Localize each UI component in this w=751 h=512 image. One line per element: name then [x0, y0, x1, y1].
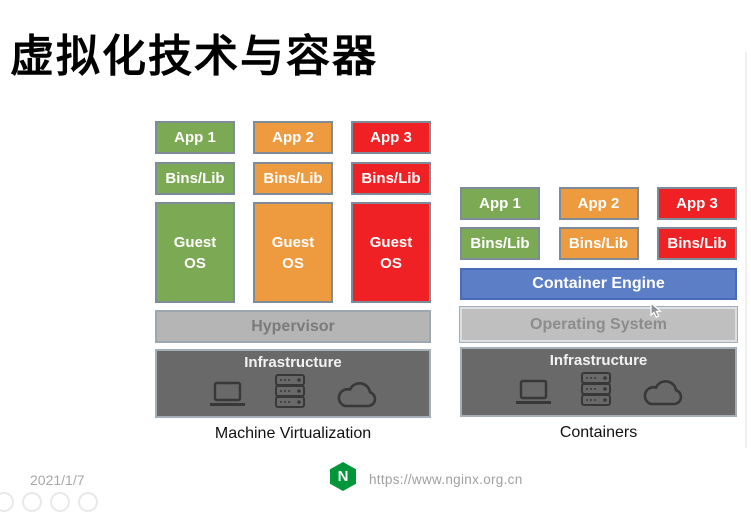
containers-stack: App 1 App 2 App 3 Bins/Lib Bins/Lib Bins…: [459, 187, 738, 442]
bins-lib-block: Bins/Lib: [253, 162, 333, 195]
apps-row: App 1 App 2 App 3: [460, 187, 737, 220]
bins-lib-block: Bins/Lib: [460, 227, 540, 260]
bins-row: Bins/Lib Bins/Lib Bins/Lib: [155, 162, 431, 195]
server-icon: [273, 372, 307, 410]
app-block: App 3: [351, 121, 431, 154]
guest-os-row: Guest OS Guest OS Guest OS: [155, 202, 431, 303]
player-control-icon[interactable]: [50, 492, 70, 512]
bins-lib-block: Bins/Lib: [558, 227, 639, 260]
slide: { "title": "虚拟化技术与容器", "colors": { "app_…: [0, 32, 747, 512]
guest-os-block: Guest OS: [351, 202, 431, 303]
player-control-icon[interactable]: [78, 492, 98, 512]
app-block: App 1: [155, 121, 235, 154]
machine-virtualization-stack: App 1 App 2 App 3 Bins/Lib Bins/Lib Bins…: [155, 121, 431, 443]
player-control-icon[interactable]: [0, 492, 14, 512]
stack-caption-machine-virtualization: Machine Virtualization: [214, 425, 372, 442]
laptop-icon: [513, 378, 553, 408]
infrastructure-label: Infrastructure: [549, 352, 648, 369]
infrastructure-icons: [462, 370, 735, 408]
app-block: App 1: [460, 187, 540, 220]
laptop-icon: [207, 380, 247, 410]
infrastructure-icons: [157, 372, 429, 410]
app-block: App 2: [558, 187, 639, 220]
nginx-logo-letter: N: [337, 468, 349, 485]
bins-lib-block: Bins/Lib: [155, 162, 235, 195]
infrastructure-bar: Infrastructure: [460, 347, 737, 417]
player-control-icon[interactable]: [22, 492, 42, 512]
site-url: https://www.nginx.org.cn: [369, 472, 523, 487]
slide-date: 2021/1/7: [30, 472, 85, 488]
app-block: App 3: [657, 187, 737, 220]
apps-row: App 1 App 2 App 3: [155, 121, 431, 154]
guest-os-block: Guest OS: [155, 202, 235, 303]
infrastructure-label: Infrastructure: [244, 354, 342, 371]
stack-caption-containers: Containers: [559, 424, 638, 441]
mouse-cursor-icon: [649, 301, 663, 325]
hypervisor-bar: Hypervisor: [155, 310, 431, 343]
bins-lib-block: Bins/Lib: [351, 162, 431, 195]
page-title: 虚拟化技术与容器: [10, 32, 378, 82]
cloud-icon: [639, 378, 685, 408]
cloud-icon: [333, 380, 379, 410]
infrastructure-bar: Infrastructure: [155, 349, 431, 418]
bins-lib-block: Bins/Lib: [657, 227, 737, 260]
nginx-logo-icon: N: [330, 462, 356, 491]
app-block: App 2: [253, 121, 333, 154]
operating-system-bar: Operating System: [459, 306, 738, 343]
container-engine-bar: Container Engine: [460, 268, 737, 300]
server-icon: [579, 370, 613, 408]
guest-os-block: Guest OS: [253, 202, 333, 303]
bins-row: Bins/Lib Bins/Lib Bins/Lib: [460, 227, 737, 260]
scrollbar[interactable]: [745, 52, 747, 448]
